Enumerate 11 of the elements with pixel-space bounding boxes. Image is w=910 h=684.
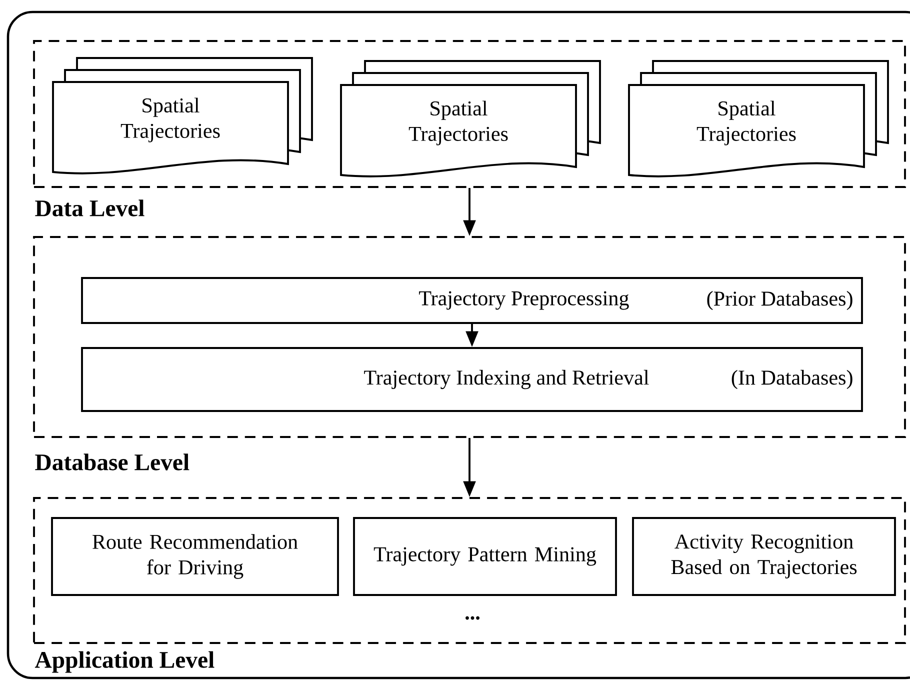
node-label: Database Level: [35, 454, 190, 470]
application-box: Trajectory Pattern Mining: [353, 517, 617, 596]
node-label: Data Level: [35, 200, 144, 216]
application-box: Activity Recognition Based on Trajectories: [632, 517, 896, 596]
document-stack: Spatial Trajectories: [340, 60, 601, 178]
application-box: Route Recommendation for Driving: [51, 517, 339, 596]
node-label: Application Level: [34, 651, 214, 673]
document-stack: Spatial Trajectories: [52, 57, 313, 174]
process-box: Trajectory Preprocessing (Prior Databases): [81, 277, 863, 324]
process-box: Trajectory Indexing and Retrieval (In Databases): [81, 347, 863, 412]
document-stack: Spatial Trajectories: [628, 60, 889, 178]
